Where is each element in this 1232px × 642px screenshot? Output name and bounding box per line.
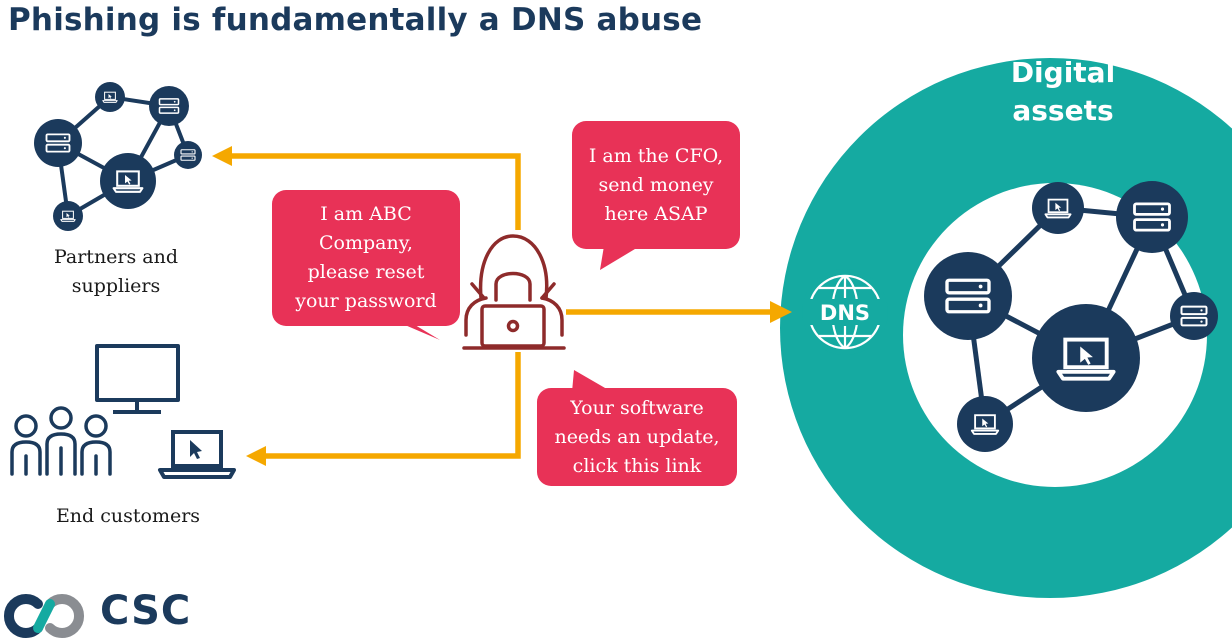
- partners-caption: Partners and suppliers: [36, 243, 196, 301]
- dns-globe-icon: DNS: [802, 269, 888, 355]
- partner-node-laptop-small-top: [95, 82, 125, 112]
- asset-node-laptop-center: [1032, 304, 1140, 412]
- asset-node-server-right-small: [1170, 292, 1218, 340]
- bubble-cfo: [572, 121, 740, 270]
- bubble-abc-line: your password: [295, 290, 437, 312]
- digital-assets-line2: assets: [1012, 94, 1114, 127]
- bubble-abc-line: please reset: [307, 261, 425, 283]
- people-group-icon: [10, 406, 112, 476]
- asset-node-laptop-small-bottom: [957, 396, 1013, 452]
- asset-node-server-top-right: [1116, 181, 1188, 253]
- asset-node-server-left: [924, 252, 1012, 340]
- bubble-abc-text: I am ABC Company, please reset your pass…: [272, 200, 460, 316]
- bubble-cfo-line: I am the CFO,: [588, 145, 724, 167]
- bubble-cfo-line: send money: [598, 174, 714, 196]
- digital-assets-label: Digital assets: [998, 54, 1128, 130]
- partner-node-laptop-small-bottom: [53, 201, 83, 231]
- attack-arrows: [212, 146, 792, 466]
- bubble-cfo-line: here ASAP: [604, 203, 708, 225]
- dns-label: DNS: [820, 301, 870, 325]
- bubble-abc-company: [272, 190, 460, 340]
- bubble-cfo-text: I am the CFO, send money here ASAP: [572, 142, 740, 229]
- bubble-software-update: [537, 370, 737, 486]
- partner-node-server-right-small: [174, 141, 202, 169]
- bubble-abc-line: Company,: [319, 232, 413, 254]
- csc-logo-icon: [3, 594, 85, 638]
- bubble-software-line: Your software: [570, 397, 704, 419]
- bubble-software-text: Your software needs an update, click thi…: [537, 394, 737, 481]
- csc-brand-name: CSC: [100, 588, 192, 634]
- digital-assets-line1: Digital: [1010, 56, 1116, 89]
- desktop-monitor-icon: [95, 344, 180, 414]
- hacker-icon: [462, 234, 566, 350]
- partner-node-server-left: [34, 119, 82, 167]
- bubble-software-line: click this link: [572, 455, 702, 477]
- customers-caption: End customers: [55, 505, 201, 527]
- bubble-abc-line: I am ABC: [320, 203, 412, 225]
- partners-caption-line1: Partners and: [53, 246, 179, 268]
- laptop-icon: [158, 430, 236, 479]
- partners-caption-line2: suppliers: [71, 275, 161, 297]
- page-title: Phishing is fundamentally a DNS abuse: [8, 2, 703, 38]
- partner-node-laptop-center: [100, 153, 156, 209]
- asset-node-laptop-small-top: [1032, 182, 1084, 234]
- bubble-software-line: needs an update,: [554, 426, 720, 448]
- partner-node-server-top-right: [149, 86, 189, 126]
